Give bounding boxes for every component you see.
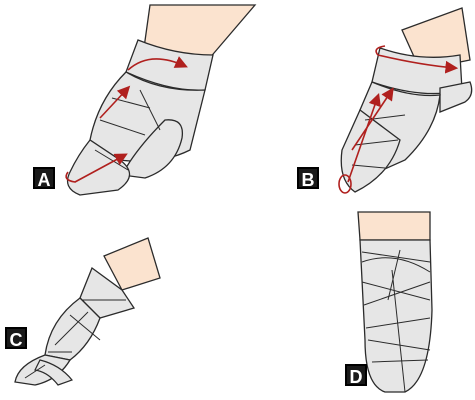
panel-label-c: C — [5, 327, 27, 349]
panel-b-illustration — [339, 8, 472, 193]
panel-d-illustration — [358, 212, 432, 392]
panel-a-illustration — [66, 5, 255, 195]
panel-label-b: B — [297, 167, 319, 189]
panel-c-illustration — [15, 238, 160, 385]
panel-label-d: D — [345, 364, 367, 386]
panel-label-a: A — [33, 167, 55, 189]
